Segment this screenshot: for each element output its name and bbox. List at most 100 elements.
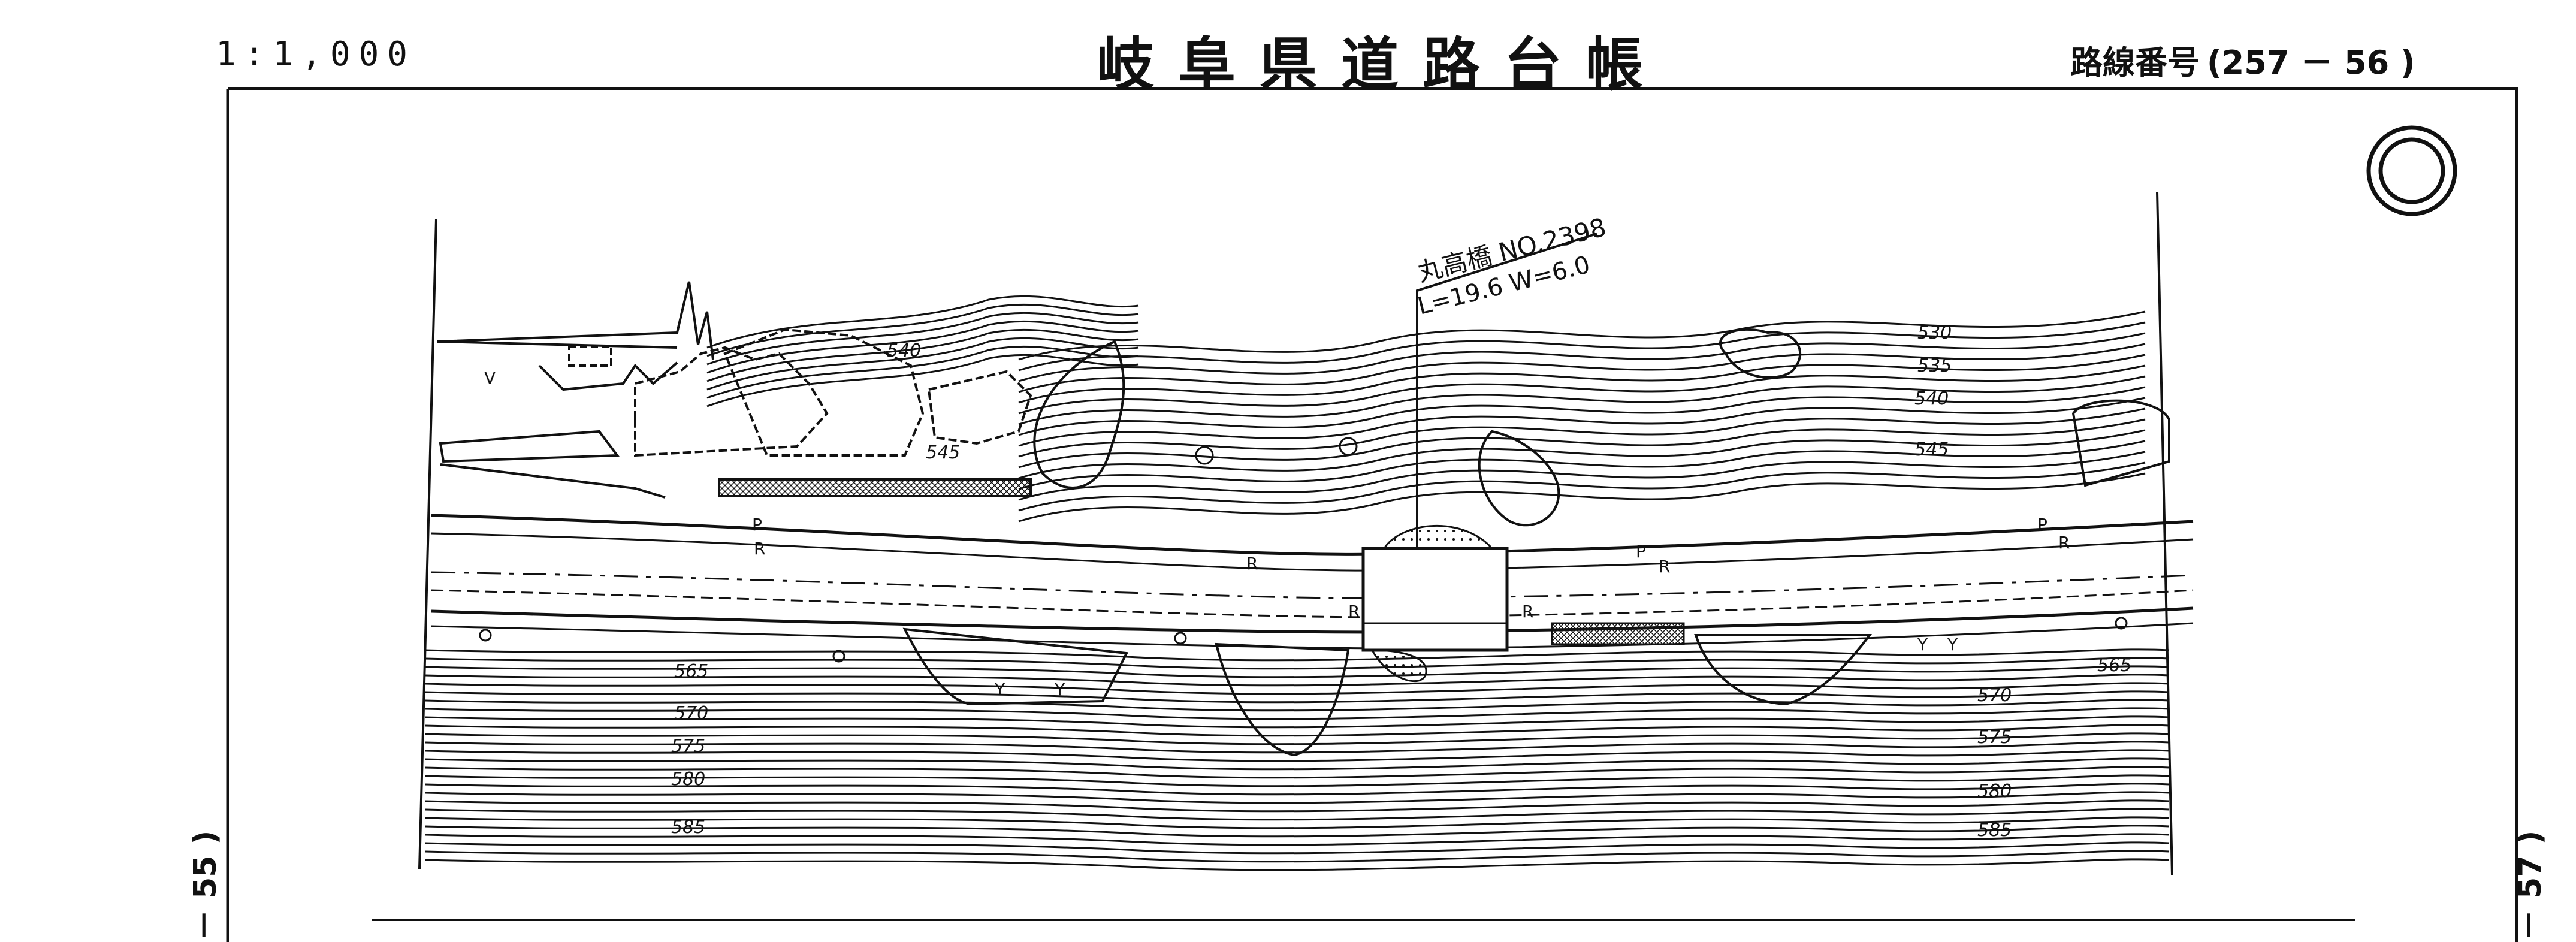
contour-line: [425, 783, 2170, 796]
contour-line: [706, 295, 1139, 349]
north-contour-lines: [706, 295, 2146, 523]
contour-line: [706, 303, 1139, 357]
contour-label: 580: [671, 769, 705, 790]
contour-line: [706, 354, 1139, 407]
contour-line: [1018, 364, 2146, 415]
road-symbol: P: [1636, 542, 1646, 561]
contour-label: 565: [2097, 655, 2131, 676]
road-symbols: P R R R R P R P R Y Y Y Y V: [484, 368, 2070, 699]
road-symbol: R: [754, 539, 765, 558]
bridge-deck: [1361, 525, 1509, 683]
contour-line: [1018, 418, 2146, 469]
contour-line: [425, 724, 2170, 737]
contour-line: [1018, 472, 2146, 523]
contour-line: [425, 825, 2170, 838]
road-symbol: R: [1659, 557, 1670, 576]
contour-line: [1018, 429, 2146, 479]
contour-line: [425, 707, 2170, 720]
contour-line: [425, 791, 2170, 804]
road-symbol: R: [1348, 602, 1360, 621]
contour-line: [706, 320, 1139, 374]
contour-label: 535: [1917, 355, 1952, 376]
map-scale: 1:1,000: [216, 35, 416, 74]
point-symbols: [479, 437, 2128, 663]
land-use-symbol: Y: [1947, 635, 1958, 654]
contour-line: [425, 741, 2170, 754]
contour-line: [425, 841, 2170, 855]
contour-line: [425, 833, 2170, 846]
contour-line: [425, 699, 2170, 712]
contour-labels: 5405455305355405455655705755805855655705…: [671, 322, 2131, 841]
road-centerline: [431, 571, 2194, 599]
contour-line: [425, 774, 2170, 787]
contour-line: [1018, 461, 2146, 512]
road-edge-north-2: [431, 532, 2194, 572]
contour-line: [425, 690, 2170, 704]
contour-line: [1018, 440, 2146, 490]
contour-line: [425, 749, 2170, 762]
upper-left-parcels: [437, 281, 1032, 499]
road-edge-south-2: [431, 606, 2194, 634]
contour-line: [425, 757, 2170, 771]
map-frame: [226, 87, 2518, 942]
road-symbol: P: [752, 515, 762, 535]
contour-line: [425, 648, 2170, 662]
road-symbol: R: [1522, 602, 1533, 621]
contour-line: [1018, 321, 2146, 372]
road-symbol: R: [1246, 554, 1258, 573]
contour-line: [1018, 451, 2146, 501]
contour-line: [425, 657, 2170, 670]
contour-label: 545: [926, 442, 960, 463]
contour-line: [425, 682, 2170, 695]
crosshatch-wall: [1551, 622, 1685, 645]
contour-line: [1018, 354, 2146, 404]
contour-line: [1018, 397, 2146, 447]
slope-hachures: [902, 328, 2170, 757]
route-label: 路線番号: [2070, 44, 2200, 81]
contour-label: 585: [671, 817, 705, 838]
contour-label: 540: [887, 340, 921, 361]
south-contour-lines: [425, 648, 2170, 871]
contour-line: [425, 808, 2170, 821]
contour-label: 570: [1977, 685, 2012, 706]
road-symbol: P: [2037, 515, 2047, 535]
route-value: (257 － 56 ): [2207, 44, 2415, 81]
contour-label: 575: [671, 736, 705, 757]
contour-line: [425, 715, 2170, 729]
contour-line: [1018, 310, 2146, 361]
contour-line: [425, 732, 2170, 745]
contour-line: [1018, 386, 2146, 436]
land-use-symbol: Y: [1054, 680, 1065, 699]
contour-label: 575: [1977, 727, 2012, 748]
land-use-symbol: V: [484, 368, 496, 388]
bridge-leader-line: [1416, 233, 1597, 548]
contour-line: [1018, 407, 2146, 458]
contour-line: [706, 328, 1139, 382]
contour-label: 585: [1977, 820, 2012, 841]
contour-line: [425, 858, 2170, 871]
land-use-symbol: Y: [1917, 635, 1928, 654]
contour-line: [706, 337, 1139, 391]
road-symbol: R: [2058, 533, 2070, 552]
road-edge-south: [431, 589, 2194, 618]
map-left-edge: [418, 218, 437, 869]
contour-label: 540: [1914, 388, 1949, 409]
contour-label: 530: [1917, 322, 1952, 343]
road-edge-north: [431, 514, 2194, 556]
contour-label: 545: [1914, 439, 1949, 460]
contour-line: [425, 799, 2170, 813]
contour-line: [706, 345, 1139, 399]
route-number: 路線番号(257 － 56 ): [2070, 36, 2423, 83]
road-corridor: [431, 514, 2194, 650]
contour-line: [706, 312, 1139, 366]
contour-line: [425, 665, 2170, 678]
contour-label: 565: [674, 661, 708, 682]
contour-line: [1018, 343, 2146, 393]
land-use-symbol: Y: [994, 680, 1005, 699]
contour-line: [1018, 332, 2146, 382]
contour-label: 580: [1977, 781, 2012, 802]
north-symbol-icon: [2366, 125, 2457, 216]
contour-line: [425, 766, 2170, 779]
page-title: 岐阜県道路台帳: [1097, 31, 1667, 98]
